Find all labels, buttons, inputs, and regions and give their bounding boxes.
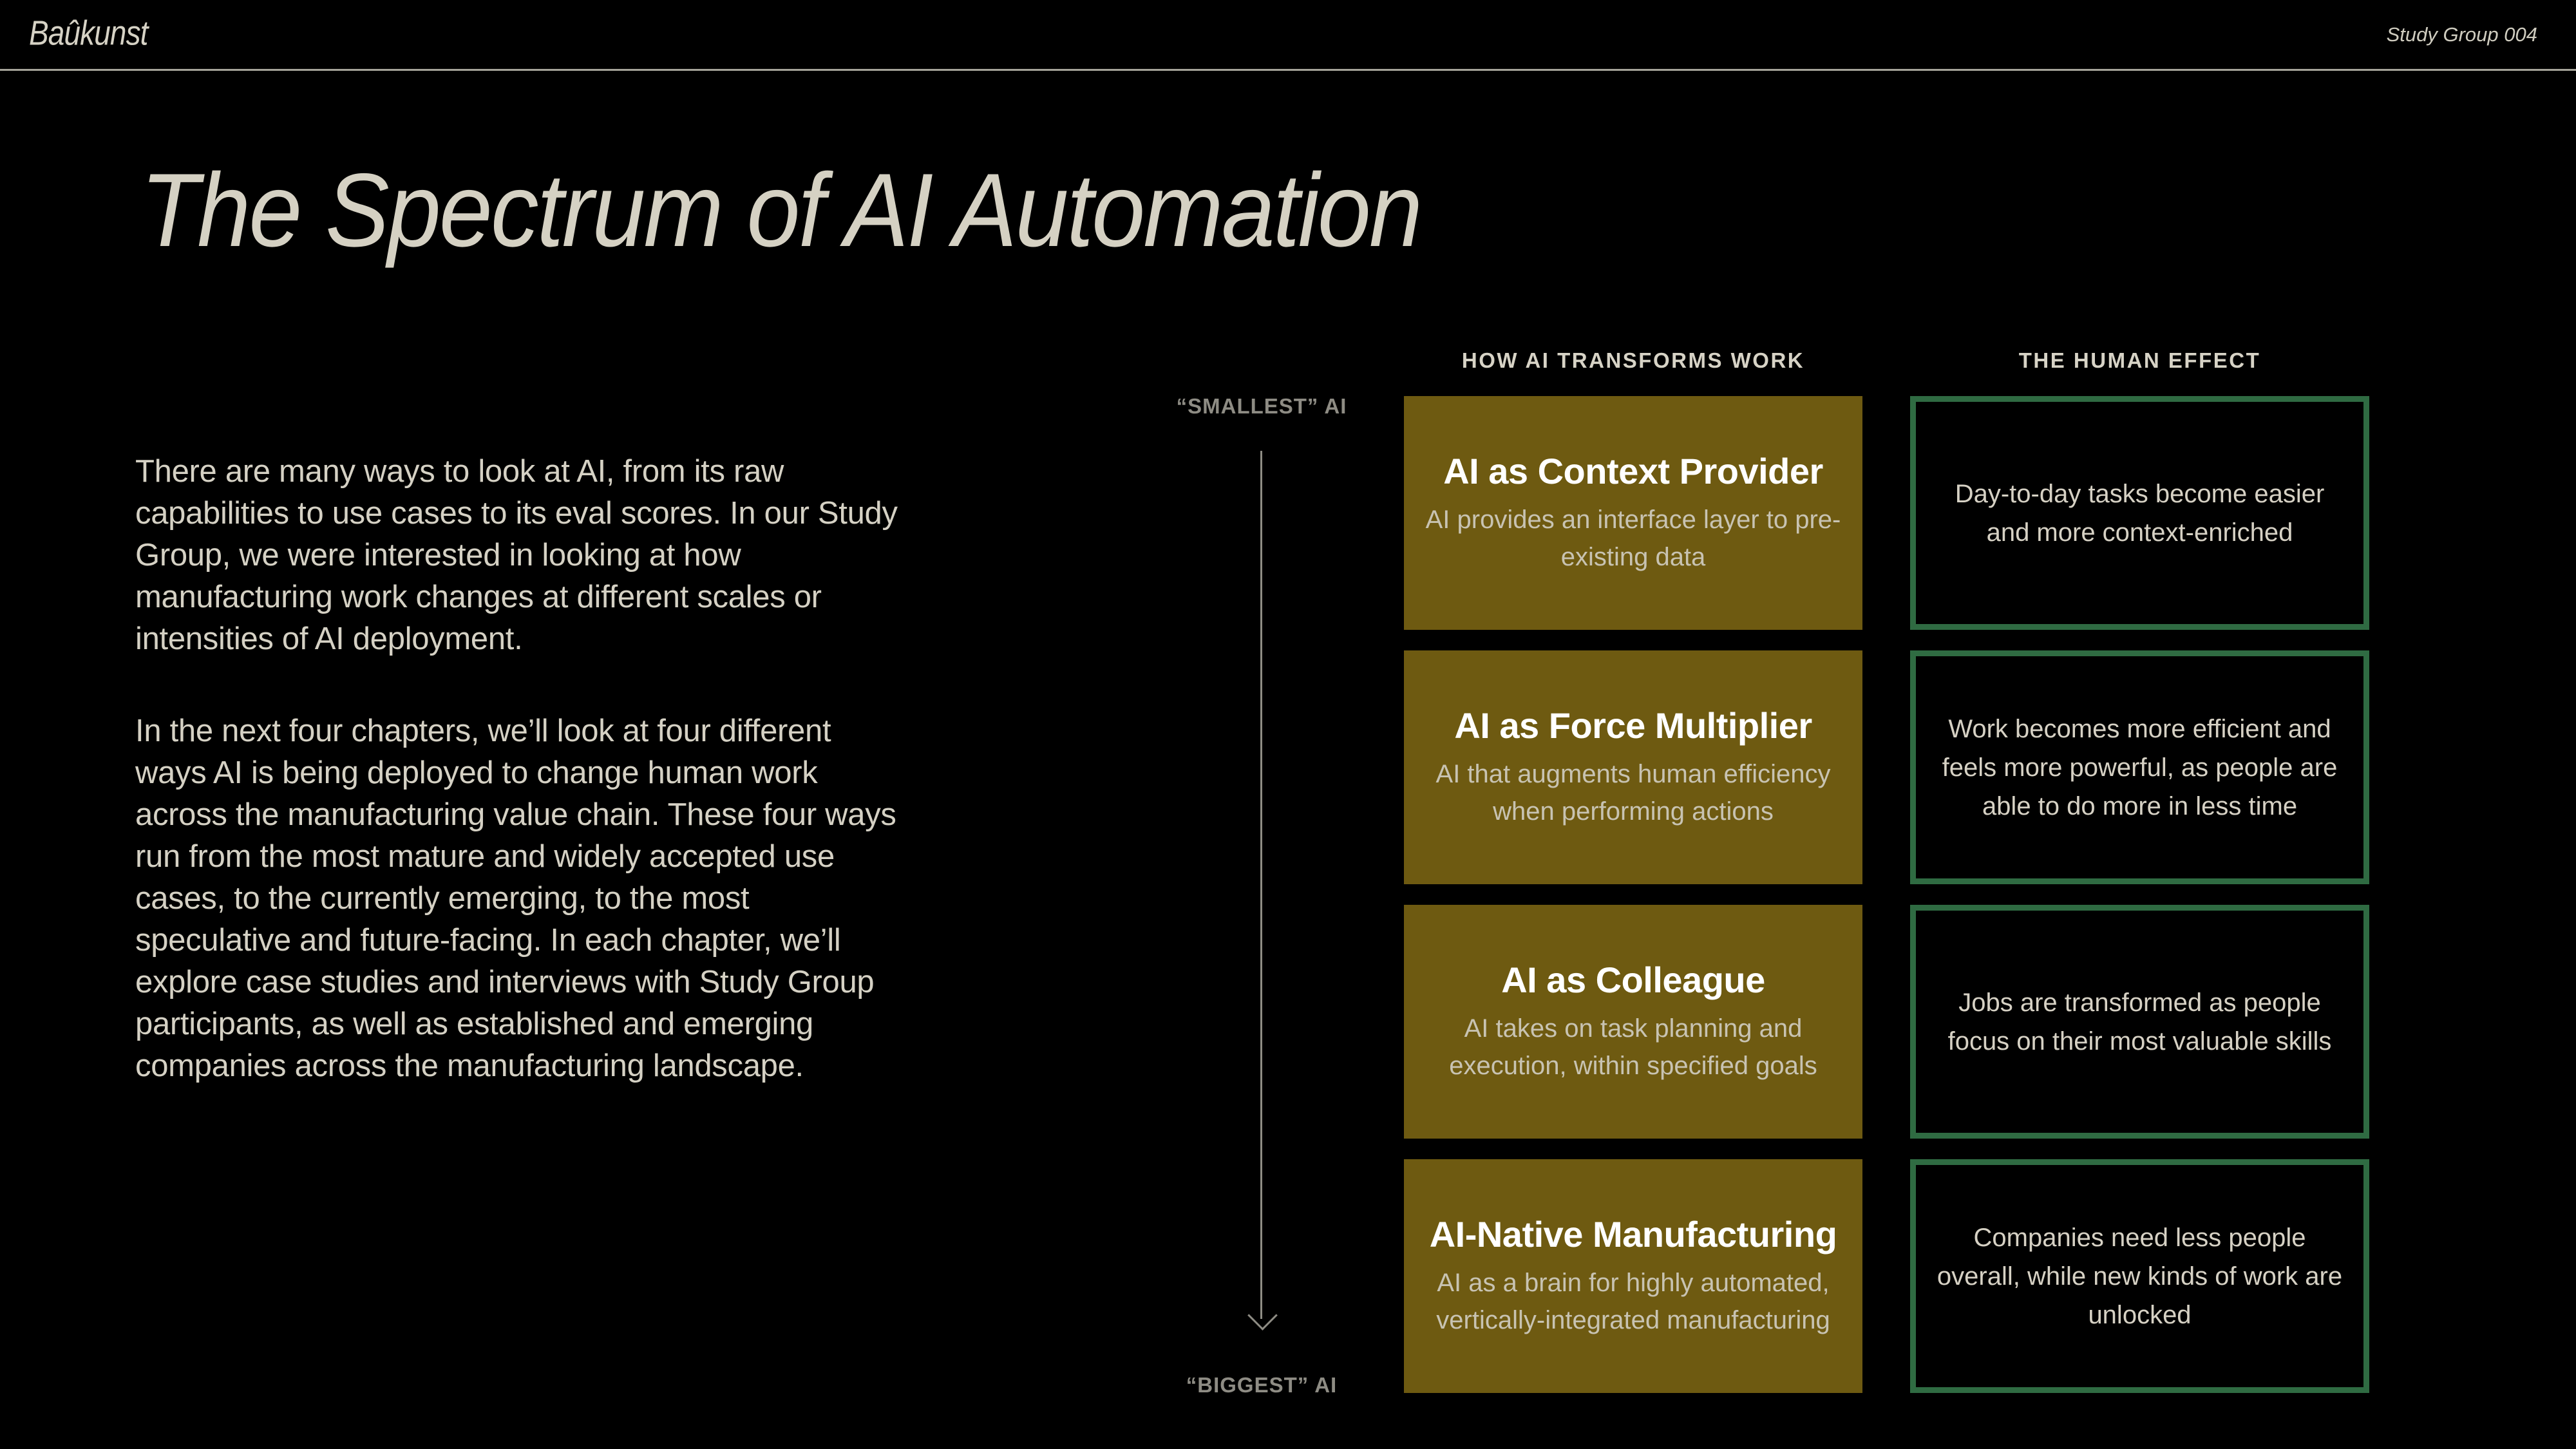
page-title-text: The Spectrum of AI Automation	[140, 152, 1423, 269]
effect-text: Work becomes more efficient and feels mo…	[1942, 714, 2338, 820]
column-header-the-human-effect: THE HUMAN EFFECT	[2018, 348, 2261, 372]
axis-label-smallest-ai: “SMALLEST” AI	[1176, 394, 1347, 418]
card-ai-as-force-multiplier: AI as Force Multiplier AI that augments …	[1404, 650, 1862, 884]
header-bar: Baûkunst Study Group 004	[0, 0, 2576, 71]
page-title: The Spectrum of AI Automation	[140, 152, 1532, 269]
intro-paragraph-2: In the next four chapters, we’ll look at…	[135, 714, 896, 1083]
effect-text: Companies need less people overall, whil…	[1937, 1223, 2343, 1329]
intro-paragraph-1: There are many ways to look at AI, from …	[135, 454, 898, 656]
card-subtitle: AI takes on task planning and execution,…	[1449, 1014, 1817, 1080]
effect-text: Jobs are transformed as people focus on …	[1947, 988, 2332, 1056]
card-title: AI as Context Provider	[1443, 451, 1823, 491]
effect-box-colleague: Jobs are transformed as people focus on …	[1910, 905, 2369, 1139]
axis-line	[1260, 451, 1262, 1319]
effect-box-force-multiplier: Work becomes more efficient and feels mo…	[1910, 650, 2369, 884]
intro-text: There are many ways to look at AI, from …	[135, 451, 905, 1087]
effect-text: Day-to-day tasks become easier and more …	[1955, 479, 2325, 547]
card-title: AI as Force Multiplier	[1454, 705, 1812, 746]
column-header-how-ai-transforms-work: HOW AI TRANSFORMS WORK	[1461, 348, 1805, 372]
card-title: AI-Native Manufacturing	[1429, 1214, 1837, 1255]
card-title: AI as Colleague	[1501, 960, 1765, 1000]
card-ai-as-context-provider: AI as Context Provider AI provides an in…	[1404, 396, 1862, 630]
effect-box-context-provider: Day-to-day tasks become easier and more …	[1910, 396, 2369, 630]
card-subtitle: AI as a brain for highly automated, vert…	[1436, 1269, 1830, 1334]
card-ai-native-manufacturing: AI-Native Manufacturing AI as a brain fo…	[1404, 1159, 1862, 1393]
axis-label-biggest-ai: “BIGGEST” AI	[1186, 1373, 1338, 1397]
card-ai-as-colleague: AI as Colleague AI takes on task plannin…	[1404, 905, 1862, 1139]
arrow-down-icon	[1247, 1300, 1278, 1331]
effect-box-ai-native: Companies need less people overall, whil…	[1910, 1159, 2369, 1393]
brand-logo: Baûkunst	[29, 14, 148, 53]
spectrum-grid: AI as Context Provider AI provides an in…	[1404, 396, 2369, 1393]
edition-label: Study Group 004	[2386, 23, 2537, 46]
card-subtitle: AI that augments human efficiency when p…	[1435, 760, 1831, 826]
card-subtitle: AI provides an interface layer to pre-ex…	[1425, 506, 1841, 571]
